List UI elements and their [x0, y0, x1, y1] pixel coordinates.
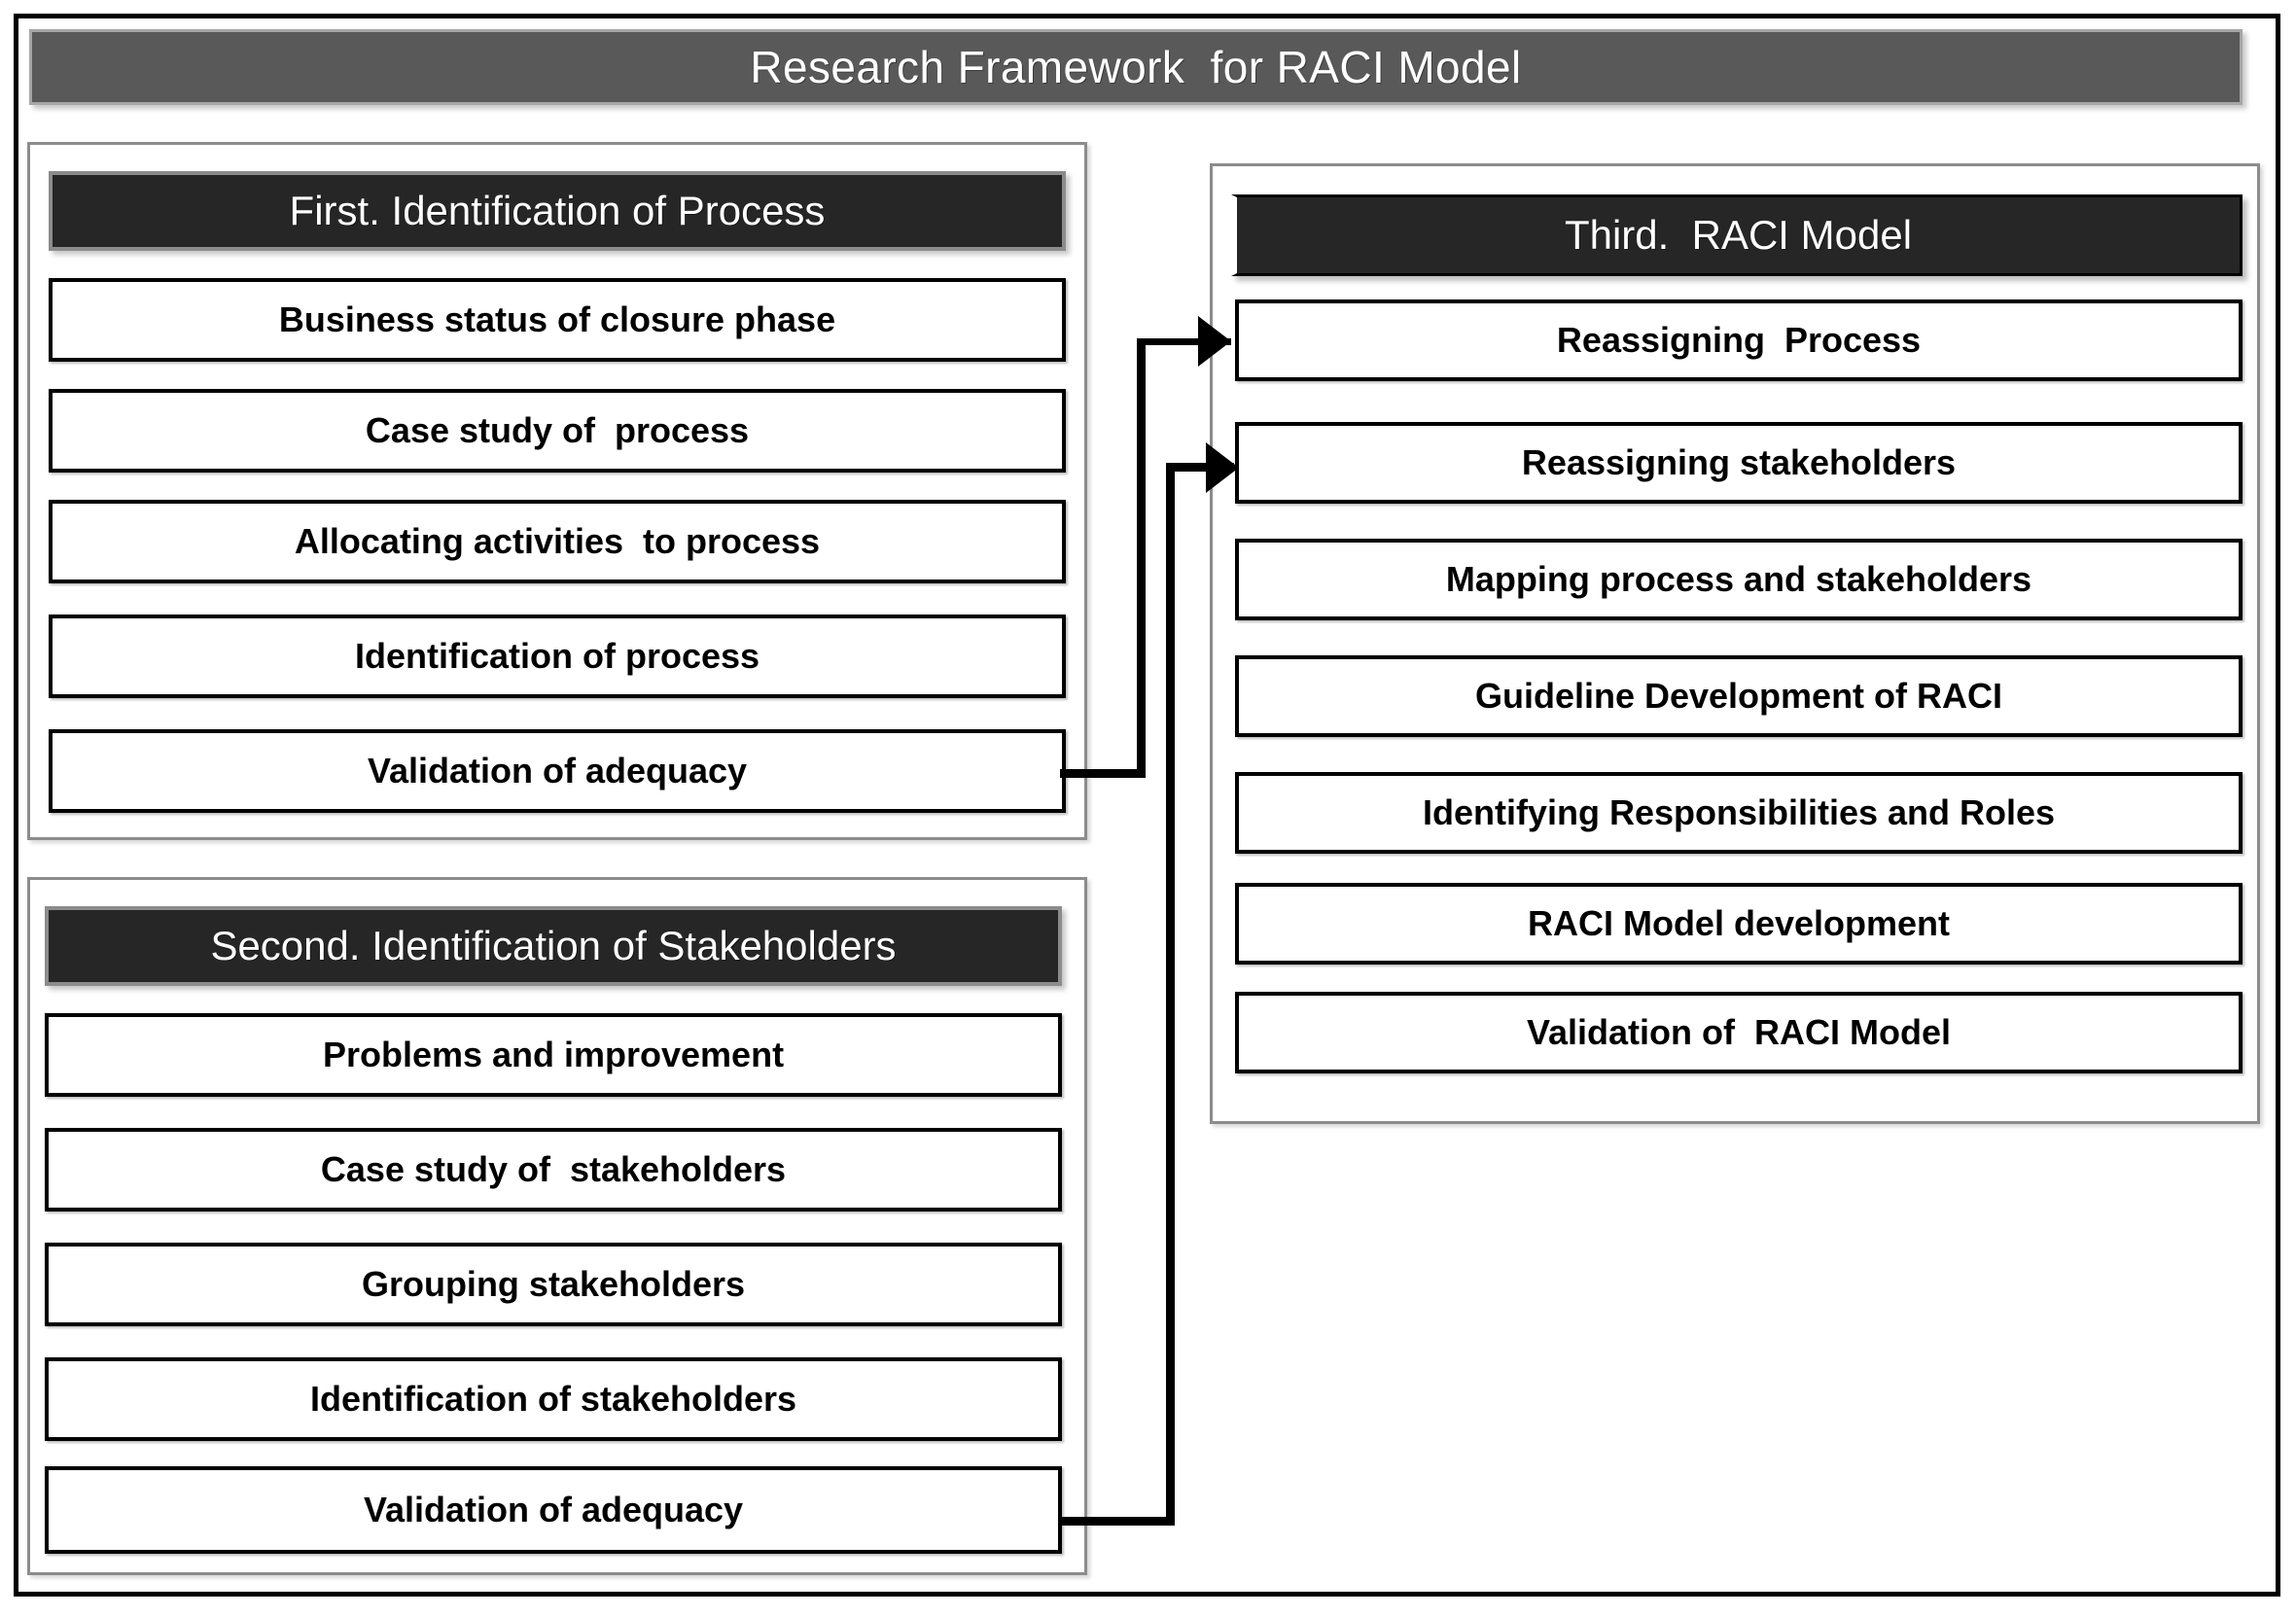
panel-first-identification-of-process — [27, 142, 1087, 840]
item-third-5-label: RACI Model development — [1527, 903, 1951, 943]
item-third-4-label: Identifying Responsibilities and Roles — [1422, 792, 2056, 832]
item-first-4[interactable]: Validation of adequacy — [49, 729, 1066, 813]
item-second-2[interactable]: Grouping stakeholders — [45, 1243, 1062, 1326]
item-first-2-label: Allocating activities to process — [294, 521, 821, 561]
item-third-0[interactable]: Reassigning Process — [1235, 299, 2243, 381]
item-second-4[interactable]: Validation of adequacy — [45, 1466, 1062, 1554]
section-header-second-label: Second. Identification of Stakeholders — [210, 923, 897, 968]
item-third-3[interactable]: Guideline Development of RACI — [1235, 655, 2243, 737]
item-third-2-label: Mapping process and stakeholders — [1445, 559, 2032, 599]
item-third-1-label: Reassigning stakeholders — [1521, 442, 1957, 482]
item-first-1[interactable]: Case study of process — [49, 389, 1066, 473]
item-second-4-label: Validation of adequacy — [363, 1490, 744, 1529]
connector-2-horizontal-in — [1166, 463, 1234, 472]
item-second-2-label: Grouping stakeholders — [361, 1264, 746, 1304]
connector-1-horizontal-in — [1137, 338, 1231, 345]
item-second-1-label: Case study of stakeholders — [320, 1149, 787, 1189]
connector-2-horizontal-out — [1060, 1517, 1175, 1526]
item-third-2[interactable]: Mapping process and stakeholders — [1235, 539, 2243, 620]
connector-1-horizontal-out — [1060, 769, 1146, 778]
item-first-2[interactable]: Allocating activities to process — [49, 500, 1066, 583]
section-header-third: Third. RACI Model — [1231, 194, 2243, 276]
item-first-3[interactable]: Identification of process — [49, 615, 1066, 698]
item-second-3-label: Identification of stakeholders — [309, 1379, 797, 1419]
item-second-3[interactable]: Identification of stakeholders — [45, 1357, 1062, 1441]
item-first-0-label: Business status of closure phase — [278, 299, 836, 339]
section-header-first-label: First. Identification of Process — [289, 188, 826, 233]
item-second-0-label: Problems and improvement — [322, 1035, 785, 1074]
section-header-third-label: Third. RACI Model — [1564, 212, 1913, 258]
item-third-1[interactable]: Reassigning stakeholders — [1235, 422, 2243, 504]
panel-second-identification-of-stakeholders — [27, 877, 1087, 1575]
item-second-0[interactable]: Problems and improvement — [45, 1013, 1062, 1097]
section-header-first: First. Identification of Process — [49, 171, 1066, 251]
item-third-4[interactable]: Identifying Responsibilities and Roles — [1235, 772, 2243, 854]
connector-1-vertical — [1137, 338, 1146, 778]
connector-2-arrowhead-icon — [1206, 442, 1239, 493]
item-first-1-label: Case study of process — [365, 410, 750, 450]
connector-2-vertical — [1166, 463, 1175, 1526]
item-first-3-label: Identification of process — [354, 636, 760, 676]
item-first-4-label: Validation of adequacy — [367, 751, 748, 790]
connector-1-arrowhead-icon — [1198, 316, 1231, 367]
item-third-3-label: Guideline Development of RACI — [1474, 676, 2003, 716]
item-third-6[interactable]: Validation of RACI Model — [1235, 992, 2243, 1073]
item-first-0[interactable]: Business status of closure phase — [49, 278, 1066, 362]
diagram-title: Research Framework for RACI Model — [750, 42, 1522, 92]
item-second-1[interactable]: Case study of stakeholders — [45, 1128, 1062, 1212]
diagram-title-bar: Research Framework for RACI Model — [29, 29, 2243, 105]
item-third-5[interactable]: RACI Model development — [1235, 883, 2243, 965]
item-third-6-label: Validation of RACI Model — [1526, 1012, 1951, 1052]
section-header-second: Second. Identification of Stakeholders — [45, 906, 1062, 986]
item-third-0-label: Reassigning Process — [1556, 320, 1922, 360]
